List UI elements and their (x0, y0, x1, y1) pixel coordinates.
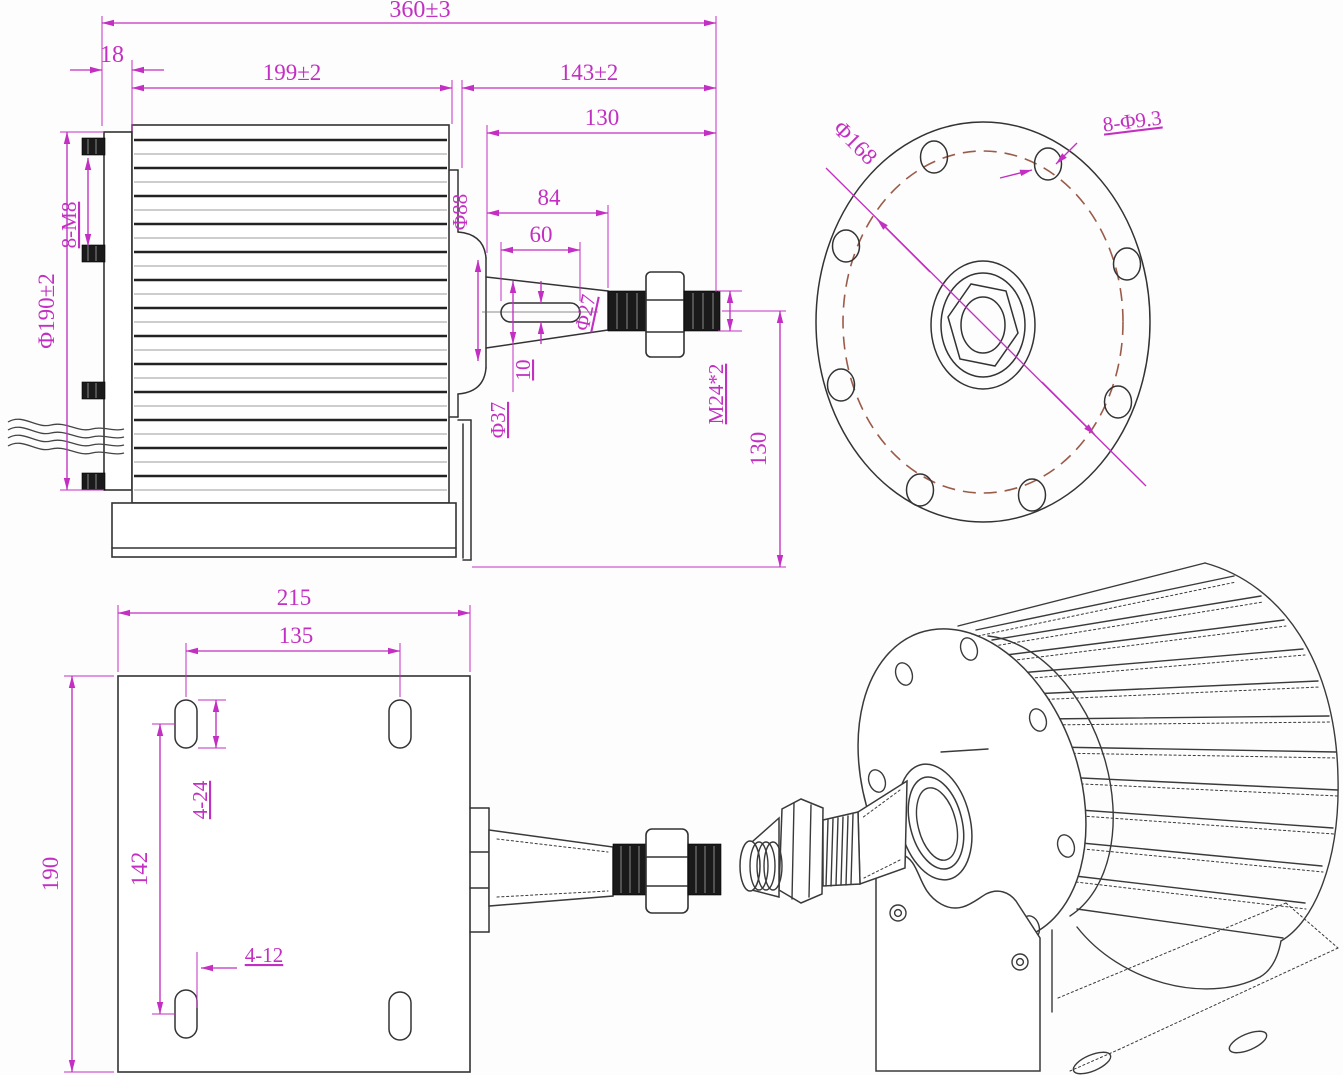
plate-view: 215 135 190 142 4-24 4-12 (38, 585, 490, 1073)
dim-bolt-hole-spec: 8-Φ9.3 (1101, 106, 1163, 137)
bolt-circle-dashed (842, 150, 1124, 494)
flange-dimensions: Φ168 8-Φ9.3 (825, 106, 1163, 487)
base-plate (111, 502, 457, 558)
cooling-fins (134, 138, 447, 491)
shaft-nut (645, 271, 685, 358)
dim-flange-thickness: 18 (100, 42, 124, 68)
iso-view (488, 562, 1339, 1075)
dim-keyway-width: 10 (511, 360, 535, 381)
dim-boss-diameter: Φ88 (448, 194, 472, 230)
plate-slots (174, 699, 412, 1041)
flange-view: Φ168 8-Φ9.3 (815, 106, 1163, 523)
dim-plate-height: 190 (38, 857, 63, 892)
iso-shaft-tip (739, 816, 783, 898)
flange-linework (815, 121, 1151, 523)
dim-body-length: 199±2 (263, 60, 322, 85)
plate-linework (117, 675, 490, 1073)
dim-shaft-tip-diameter: Φ27 (570, 292, 601, 333)
dim-thread-spec: M24*2 (704, 364, 728, 425)
side-view-linework (7, 124, 721, 561)
plate-side-tab (469, 807, 490, 933)
dim-slot-width-spec: 4-12 (245, 943, 284, 967)
dim-overall-length: 360±3 (389, 0, 450, 23)
dim-taper-length: 84 (538, 185, 562, 210)
bolt-holes (826, 140, 1142, 512)
dim-center-height: 130 (746, 432, 771, 467)
iso-base-plate (1057, 902, 1339, 1075)
hub-nut-hexagon (947, 283, 1019, 367)
dim-bolt-circle-diameter: Φ168 (828, 116, 882, 170)
plate-dimensions: 215 135 190 142 4-24 4-12 (38, 585, 471, 1073)
iso-drum (957, 562, 1339, 990)
dim-slot-span-y: 142 (127, 852, 152, 887)
dim-keyway-length: 60 (530, 222, 553, 247)
dim-shaft-root-diameter: Φ37 (486, 402, 510, 438)
shaft (482, 271, 721, 358)
dim-plate-width: 215 (277, 585, 312, 610)
iso-shaft-nut (778, 798, 824, 904)
stud-nut (645, 828, 689, 914)
iso-thread-rings (825, 813, 854, 887)
dim-slot-span-x: 135 (279, 623, 314, 648)
dim-flange-studs: 8-M8 (57, 202, 81, 249)
cable-icon (7, 418, 125, 455)
iso-hub-shaft (739, 748, 989, 904)
center-hub (930, 260, 1036, 390)
bracket-bolt-icons (889, 904, 1029, 971)
exploded-stud (488, 828, 722, 914)
side-view: 360±3 18 199±2 143±2 130 Φ190±2 8-M8 Φ88 (7, 0, 786, 568)
iso-bracket (875, 852, 1339, 1075)
dim-slot-length-spec: 4-24 (188, 780, 212, 819)
side-view-dimensions: 360±3 18 199±2 143±2 130 Φ190±2 8-M8 Φ88 (34, 0, 786, 568)
flange-stud-icons (81, 137, 106, 491)
dim-rear-length: 143±2 (560, 60, 619, 85)
dim-body-diameter: Φ190±2 (34, 273, 59, 348)
dim-shaft-length: 130 (585, 105, 620, 130)
iso-fins (975, 575, 1339, 939)
